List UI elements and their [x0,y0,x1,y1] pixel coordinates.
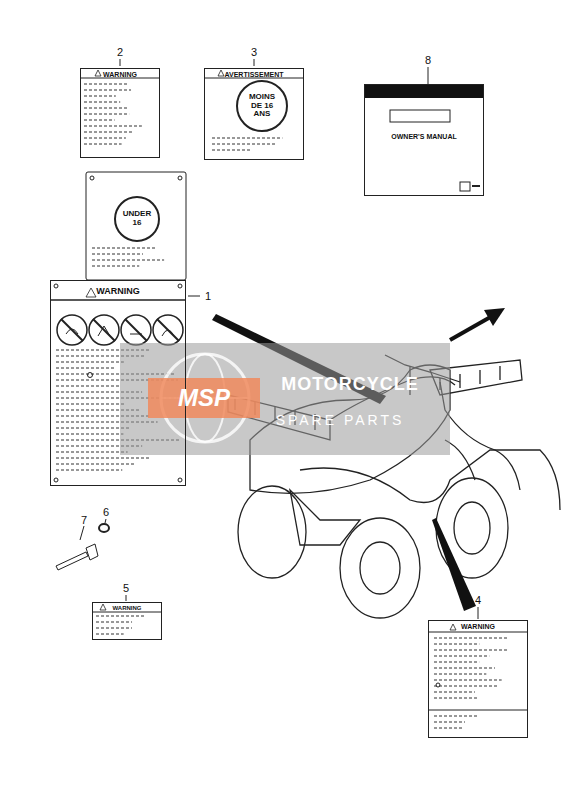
owners-manual: OWNER'S MANUAL [364,84,484,196]
text-dashes [434,638,509,639]
text-dashes [96,616,145,617]
label-text: WARNING [81,71,159,79]
text-dashes [434,656,489,657]
text-dashes [96,622,132,623]
warning-label: WARNING [92,602,162,640]
text-dashes [84,138,126,139]
text-dashes [56,434,123,435]
text-dashes [434,668,495,669]
text-dashes [56,404,125,405]
callout-number: 7 [81,514,87,526]
callout-number: 2 [117,46,123,58]
warning-label: WARNING [80,68,160,158]
label-text: OWNER'S MANUAL [365,133,483,141]
text-dashes [96,634,124,635]
text-dashes [434,680,502,681]
warning-label: AVERTISSEMENT MOINS DE 16 ANS [204,68,304,160]
text-dashes [84,108,127,109]
text-dashes [434,692,475,693]
text-dashes [84,144,122,145]
text-dashes [84,96,116,97]
text-dashes [212,150,251,151]
text-dashes [212,138,282,139]
text-dashes [84,90,131,91]
text-dashes [56,386,120,387]
watermark-text: SPARE PARTS [276,412,405,428]
text-dashes [434,722,465,723]
age-circle: MOINS DE 16 ANS [236,80,288,132]
text-dashes [84,132,132,133]
text-dashes [92,266,139,267]
text-dashes [56,368,115,369]
text-dashes [434,728,464,729]
text-dashes [56,458,149,459]
text-dashes [56,464,134,465]
label-text: AVERTISSEMENT [205,71,303,79]
text-dashes [84,120,115,121]
text-dashes [56,428,131,429]
warning-label: WARNING [428,620,528,738]
text-dashes [434,650,507,651]
text-dashes [84,126,142,127]
text-dashes [84,84,129,85]
text-dashes [56,362,124,363]
label-text: WARNING [93,605,161,612]
sticker-outline [86,172,186,280]
text-dashes [84,102,120,103]
text-dashes [56,452,128,453]
label-text: MOINS DE 16 ANS [243,93,281,119]
callout-number: 5 [123,582,129,594]
text-dashes [92,248,156,249]
label-text: UNDER 16 [120,210,154,228]
age-circle: UNDER 16 [114,196,160,242]
callout-number: 8 [425,54,431,66]
text-dashes [56,470,122,471]
text-dashes [434,644,479,645]
text-dashes [84,114,129,115]
text-dashes [96,628,132,629]
text-dashes [92,260,164,261]
text-dashes [212,144,277,145]
callout-number: 3 [251,46,257,58]
text-dashes [434,674,486,675]
text-dashes [434,716,477,717]
label-text: WARNING [51,287,185,297]
text-dashes [434,698,479,699]
text-dashes [92,254,143,255]
text-dashes [434,686,497,687]
warning-label: WARNING [50,280,186,486]
callout-number: 1 [205,290,211,302]
callout-number: 4 [475,594,481,606]
watermark-text: MOTORCYCLE [281,374,419,395]
text-dashes [434,662,479,663]
label-text: WARNING [429,623,527,631]
callout-number: 6 [103,506,109,518]
watermark-logo: MSP [178,384,230,412]
